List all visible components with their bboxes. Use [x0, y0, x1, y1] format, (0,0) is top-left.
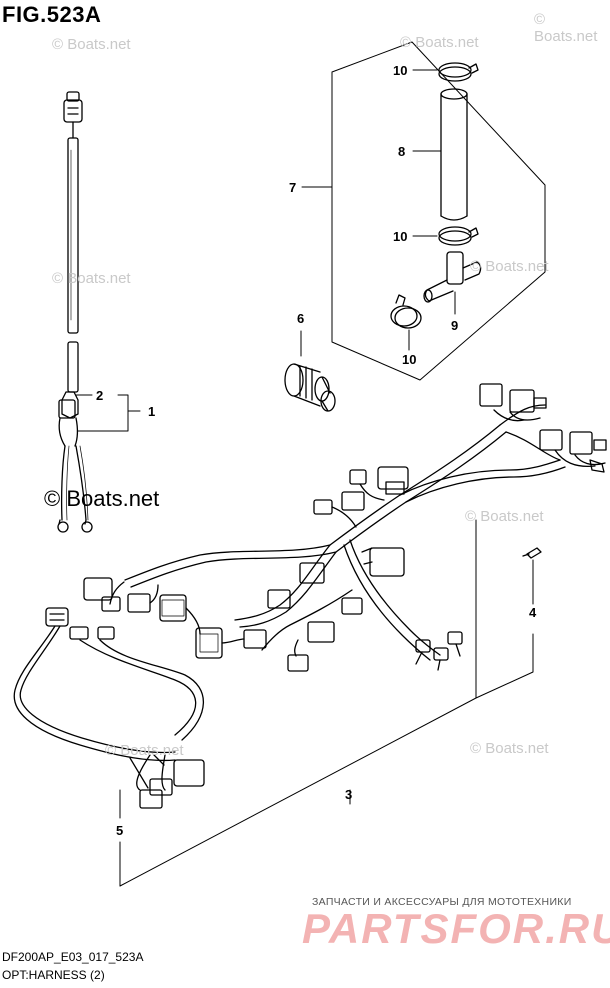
callout-8: 8 — [398, 144, 405, 159]
assembly-bracket — [119, 519, 534, 887]
figure-caption: OPT:HARNESS (2) — [2, 968, 105, 982]
watermark: © Boats.net — [105, 742, 184, 759]
callout-6: 6 — [297, 311, 304, 326]
callout-5: 5 — [116, 823, 123, 838]
watermark: © Boats.net — [534, 11, 598, 45]
leader-lines-1-2 — [75, 394, 141, 432]
shop-logo: PARTSFOR.RU — [302, 905, 610, 952]
bolt-4 — [522, 547, 542, 605]
shop-tagline: ЗАПЧАСТИ И АКСЕССУАРЫ ДЛЯ МОТОТЕХНИКИ — [312, 896, 572, 908]
watermark-strong: © Boats.net — [44, 486, 160, 511]
callout-10-mid: 10 — [393, 229, 407, 244]
callout-1: 1 — [148, 404, 155, 419]
callout-9: 9 — [451, 318, 458, 333]
watermark: © Boats.net — [52, 36, 131, 53]
kit-bracket-7 — [301, 41, 546, 381]
callout-2: 2 — [96, 388, 103, 403]
figure-title: FIG.523A — [2, 2, 102, 27]
watermark: © Boats.net — [470, 740, 549, 757]
callout-4: 4 — [529, 605, 537, 620]
grommet-6 — [284, 330, 336, 412]
watermark: © Boats.net — [465, 508, 544, 525]
hose-clamp-10-bottom — [390, 294, 422, 329]
callout-10-bottom: 10 — [402, 352, 416, 367]
leaders-kit — [408, 69, 456, 351]
callout-7: 7 — [289, 180, 296, 195]
diagram-code: DF200AP_E03_017_523A — [2, 950, 144, 964]
extension-harness-5 — [13, 607, 205, 809]
hose-8 — [440, 88, 468, 221]
hose-clamp-10-mid — [438, 226, 479, 246]
main-harness-3 — [83, 383, 607, 672]
callout-10-top: 10 — [393, 63, 407, 78]
watermark: © Boats.net — [470, 258, 549, 275]
watermark: © Boats.net — [52, 270, 131, 287]
fuse-wire-assembly — [57, 91, 93, 533]
watermark: © Boats.net — [400, 34, 479, 51]
hose-clamp-10-top — [438, 62, 479, 82]
tee-fitting-9 — [423, 251, 482, 303]
callout-3: 3 — [345, 787, 352, 802]
